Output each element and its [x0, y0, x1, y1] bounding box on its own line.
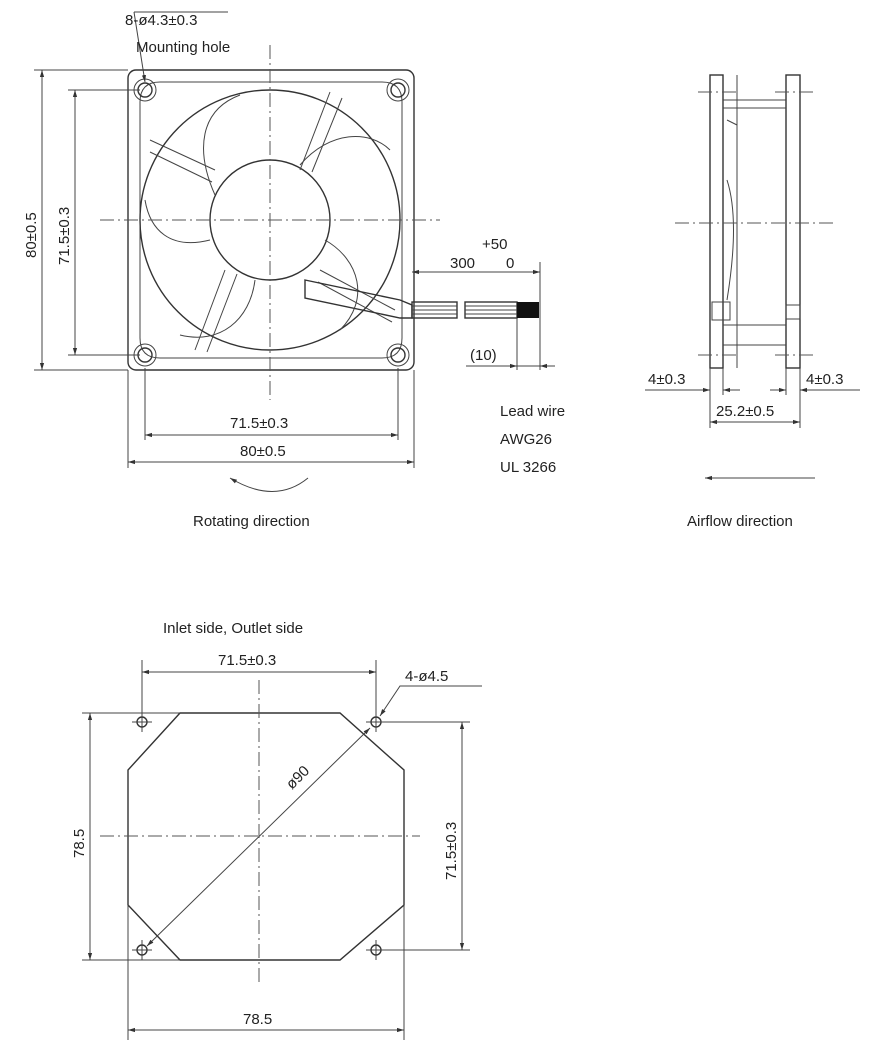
hole-spec-label: 8-ø4.3±0.3 — [125, 12, 197, 29]
fan-struts — [149, 91, 396, 353]
hole-leader — [133, 11, 228, 82]
right-pitch-label: 71.5±0.3 — [443, 822, 460, 880]
cutout-view: Inlet side, Outlet side ø90 71.5±0.3 4-ø… — [71, 620, 482, 1040]
mounting-hole-label: Mounting hole — [136, 39, 230, 56]
fan-frame-inner — [139, 81, 403, 359]
lead-tolerance-upper: +50 — [482, 236, 507, 253]
depth-label: 25.2±0.5 — [716, 403, 774, 420]
side-view: 4±0.3 4±0.3 25.2±0.5 Airflow direction — [645, 74, 860, 530]
rotating-direction-label: Rotating direction — [193, 513, 310, 530]
airflow-direction-label: Airflow direction — [687, 513, 793, 530]
rotation-arrow-icon — [229, 477, 309, 492]
top-pitch-label: 71.5±0.3 — [218, 652, 276, 669]
connector — [711, 301, 731, 321]
outlet-flange — [785, 74, 801, 369]
lead-wire-label: Lead wire — [500, 403, 565, 420]
lead-length-label: 300 — [450, 255, 475, 272]
cutout-hole-leader — [379, 685, 482, 717]
front-view: +50 300 0 (10) 8-ø4.3±0.3 Mounting hole … — [23, 11, 565, 530]
diameter-dimension — [146, 727, 371, 947]
pitch-width-label: 71.5±0.3 — [230, 415, 288, 432]
cutout-hole-spec: 4-ø4.5 — [405, 668, 448, 685]
lead-tolerance-lower: 0 — [506, 255, 514, 272]
cutout-title: Inlet side, Outlet side — [163, 620, 303, 637]
outer-width-label: 80±0.5 — [240, 443, 286, 460]
pitch-height-label: 71.5±0.3 — [56, 207, 73, 265]
lead-wire — [304, 279, 539, 319]
strip-length-label: (10) — [470, 347, 497, 364]
lead-wire-gauge: AWG26 — [500, 431, 552, 448]
inlet-flange — [709, 74, 724, 369]
outer-height-label: 80±0.5 — [23, 212, 40, 258]
cutout-height-label: 78.5 — [71, 829, 88, 858]
outlet-flange-label: 4±0.3 — [806, 371, 843, 388]
cutout-width-label: 78.5 — [243, 1011, 272, 1028]
lead-wire-standard: UL 3266 — [500, 459, 556, 476]
cutout-outline — [127, 712, 405, 961]
cutout-holes — [132, 712, 386, 960]
mounting-holes — [133, 78, 410, 367]
impeller-profile — [726, 119, 738, 301]
inlet-flange-label: 4±0.3 — [648, 371, 685, 388]
